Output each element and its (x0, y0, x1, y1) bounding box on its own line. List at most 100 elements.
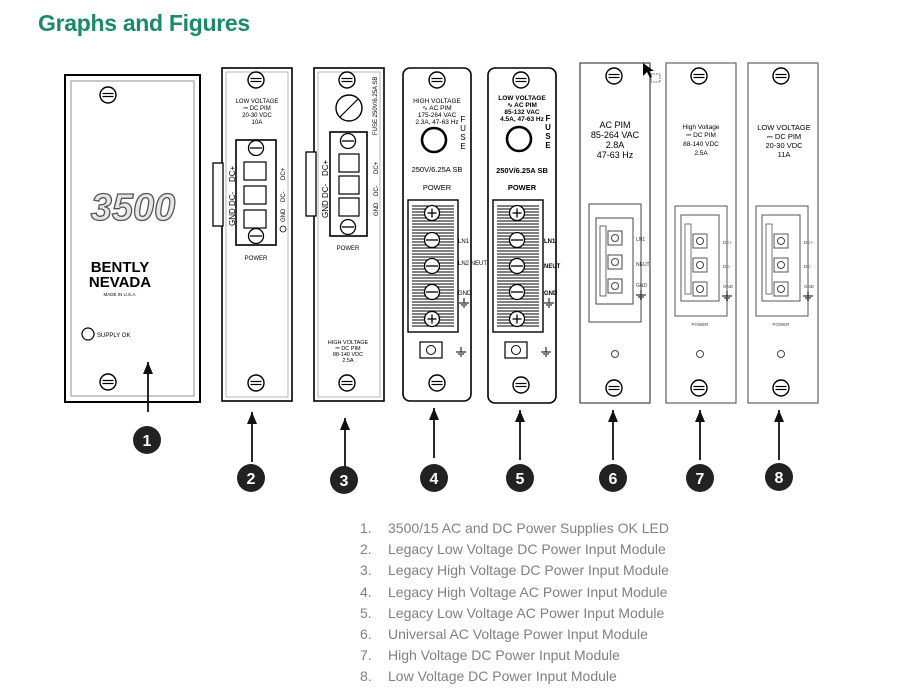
terminal-label: DC+ (804, 240, 813, 245)
led-icon (777, 350, 785, 358)
terminal-screw-icon (247, 139, 265, 157)
terminal-label: LN2 NEUT (458, 261, 487, 267)
power-label: POWER (508, 183, 537, 192)
pin-label: DC- (228, 191, 237, 206)
side-pin-label: DC+ (374, 161, 380, 174)
module-3-label-line: 2.5A (342, 358, 354, 364)
power-label: POWER (423, 183, 452, 192)
legend-number: 5. (360, 604, 372, 621)
power-label: POWER (337, 246, 360, 252)
badge-number: 3 (340, 473, 349, 490)
legend-item: 4.Legacy High Voltage AC Power Input Mod… (360, 582, 669, 603)
page-title: Graphs and Figures (38, 10, 250, 36)
module-1-panel: 3500 BENTLY NEVADA MADE IN U.S.A. SUPPLY… (64, 74, 201, 413)
power-label: POWER (691, 322, 709, 327)
fuse-letter: E (460, 142, 465, 151)
legend-text: 3500/15 AC and DC Power Supplies OK LED (388, 520, 669, 536)
terminal-screw-icon (423, 283, 441, 301)
module-2-label-line: 10A (252, 120, 263, 126)
number-badge-3: 3 (330, 466, 358, 494)
legend-number: 4. (360, 583, 372, 600)
pin-label: GND (228, 208, 237, 226)
led-icon (611, 350, 619, 358)
side-pin-label: GND (281, 208, 287, 222)
module-5-label-line: 85-132 VAC (504, 109, 540, 116)
module-7-panel: High Voltage ⎓ DC PIM 88-140 VDC 2.5A DC… (665, 62, 737, 461)
screw-icon (428, 71, 446, 89)
terminal-label: LN1 (636, 237, 645, 243)
made-in-label: MADE IN U.S.A. (103, 292, 136, 297)
figure-legend: 1. 3500/15 AC and DC Power Supplies OK LE… (360, 518, 669, 688)
pointer-arrow (514, 409, 526, 461)
pointer-arrow (428, 407, 440, 459)
terminal-screw-icon (508, 283, 526, 301)
supply-ok-led (81, 327, 95, 341)
module-8-panel: LOW VOLTAGE ⎓ DC PIM 20-30 VDC 11A DC+ D… (747, 62, 819, 461)
screw-icon (605, 67, 623, 85)
legend-text: Legacy High Voltage DC Power Input Modul… (388, 562, 669, 579)
module-2-panel: LOW VOLTAGE ⎓ DC PIM 20-30 VDC 10A DC+ D… (212, 67, 293, 463)
legend-number: 3. (360, 562, 372, 579)
legend-item: 6.Universal AC Voltage Power Input Modul… (360, 624, 669, 645)
terminal-label: GND (458, 291, 472, 297)
pointer-arrow (773, 409, 785, 461)
fuse-label: FUSE 250V/6.25A SB (373, 77, 379, 135)
fuse-letter: F (461, 115, 466, 124)
terminal-label: GND (636, 283, 648, 289)
screw-icon (772, 67, 790, 85)
badge-number: 5 (516, 471, 525, 488)
pin-label: DC+ (321, 159, 330, 176)
legend-number: 1. (360, 520, 372, 536)
terminal-screw-icon (423, 310, 441, 328)
terminal-label: NEUT (544, 264, 561, 270)
module-6-panel: AC PIM 85-264 VAC 2.8A 47-63 Hz LN1 NEUT… (579, 62, 651, 461)
module-8-label-line: 11A (778, 150, 791, 159)
module-8-label-line: ⎓ DC PIM (767, 132, 801, 141)
terminal-screw-icon (508, 204, 526, 222)
number-badge-5: 5 (506, 464, 534, 492)
module-7-label-line: 2.5A (694, 150, 708, 157)
terminal-label: GND (544, 291, 558, 297)
terminal-screw-icon (339, 218, 357, 236)
brand-line-1: BENTLY (91, 259, 150, 276)
number-badge-2: 2 (237, 464, 265, 492)
legend-number: 2. (360, 541, 372, 558)
legend-item: 3. Legacy High Voltage DC Power Input Mod… (360, 560, 669, 581)
fuse-letter: U (460, 124, 466, 133)
model-number: 3500 (91, 187, 176, 229)
module-7-label-line: High Voltage (683, 124, 720, 131)
module-6-label-line: 2.8A (606, 140, 625, 150)
badge-number: 2 (247, 471, 256, 488)
pointer-arrow (694, 409, 706, 461)
legend-text: Legacy Low Voltage DC Power Input Module (388, 541, 666, 558)
terminal-screw-icon (508, 257, 526, 275)
screw-icon (605, 379, 623, 397)
badge-number: 8 (775, 470, 784, 487)
module-2-label-line: ⎓ DC PIM (243, 106, 270, 112)
terminal-screw-icon (247, 227, 265, 245)
fuse-letter: U (545, 123, 551, 132)
led-icon (696, 350, 704, 358)
badge-number: 1 (143, 433, 152, 450)
pointer-arrow (339, 417, 351, 469)
side-pin-label: DC- (281, 191, 287, 202)
fuse-cap (505, 125, 533, 153)
legend-text: High Voltage DC Power Input Module (388, 647, 620, 664)
module-3-label-line: 88-140 VDC (333, 352, 363, 358)
number-badge-6: 6 (599, 464, 627, 492)
pin-label: DC- (321, 183, 330, 198)
terminal-screw-icon (423, 204, 441, 222)
side-pin-label: DC+ (281, 167, 287, 180)
module-5-label-line: ∿ AC PIM (507, 102, 537, 109)
pin-label: DC+ (228, 165, 237, 182)
terminal-screw-icon (423, 231, 441, 249)
terminal-label: NEUT (636, 262, 650, 268)
terminal-label: DC- (723, 264, 731, 269)
screw-icon (247, 71, 265, 89)
module-4-panel: HIGH VOLTAGE ∿ AC PIM 175-264 VAC 2.3A, … (402, 67, 487, 459)
module-8-label-line: LOW VOLTAGE (757, 123, 810, 132)
screw-icon (772, 379, 790, 397)
power-label: POWER (245, 256, 268, 262)
screw-icon (512, 376, 530, 394)
number-badge-4: 4 (420, 464, 448, 492)
